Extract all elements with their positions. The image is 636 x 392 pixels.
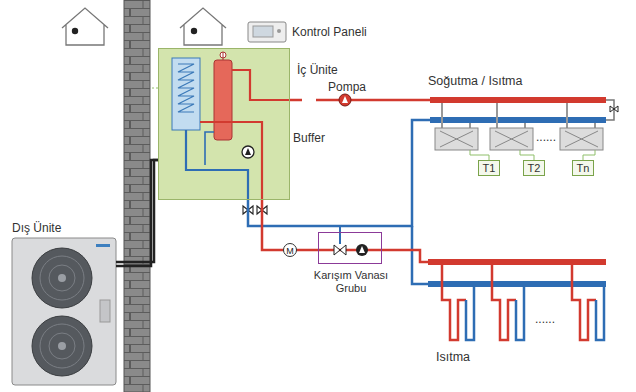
- control-panel: [248, 22, 286, 42]
- node-label: İç Ünite: [297, 63, 338, 77]
- circuit-label: Soğutma / Isıtma: [428, 74, 522, 88]
- sensor-wire: [470, 150, 595, 160]
- mixing-valve-group: Karışım Vanası Grubu: [318, 232, 382, 264]
- supply-pipe: [316, 99, 430, 102]
- pump-label: Pompa: [328, 80, 366, 94]
- node-label: Dış Ünite: [12, 221, 61, 235]
- indoor-unit: İç Ünite: [158, 48, 290, 200]
- bypass-valve: [610, 106, 618, 112]
- outdoor-unit: Dış Ünite: [12, 238, 116, 385]
- floor-heating-loop: [442, 265, 604, 340]
- sensor-label: T1: [483, 162, 496, 174]
- repeat-dots: ......: [535, 312, 555, 326]
- supply-header: [428, 259, 606, 265]
- sensor-box: Tn: [572, 160, 594, 176]
- node-label: Buffer: [293, 131, 325, 145]
- sensor-box: T1: [478, 160, 500, 176]
- return-header: [430, 117, 606, 123]
- sensor-label: Tn: [577, 162, 590, 174]
- outdoor-unit: [12, 238, 116, 385]
- indoor-unit: [158, 48, 290, 200]
- return-pipe: [248, 120, 430, 226]
- node-label: Karışım Vanası Grubu: [301, 269, 401, 295]
- supply-header: [430, 97, 606, 103]
- return-header: [428, 281, 606, 287]
- motor-valve-symbol: M: [283, 243, 297, 257]
- house-dot: [72, 28, 78, 34]
- buffer-tank: Buffer: [302, 86, 316, 128]
- sensor-label: T2: [528, 162, 541, 174]
- node-label: Kontrol Paneli: [292, 25, 367, 39]
- shutoff-valve: [243, 206, 267, 214]
- repeat-dots: ......: [536, 130, 556, 144]
- sensor-box: T2: [523, 160, 545, 176]
- circuit-label: Isıtma: [436, 350, 470, 364]
- pipe-connector: [290, 99, 302, 102]
- fan-coil-unit: [435, 103, 603, 150]
- pump-symbol: [339, 94, 351, 106]
- refrigerant-pipe: [116, 160, 158, 266]
- pipe-connector: [116, 160, 158, 262]
- house-dot: [191, 28, 197, 34]
- brick-wall: [124, 0, 150, 392]
- signal-line: [150, 88, 158, 89]
- control-panel: Kontrol Paneli: [248, 22, 286, 42]
